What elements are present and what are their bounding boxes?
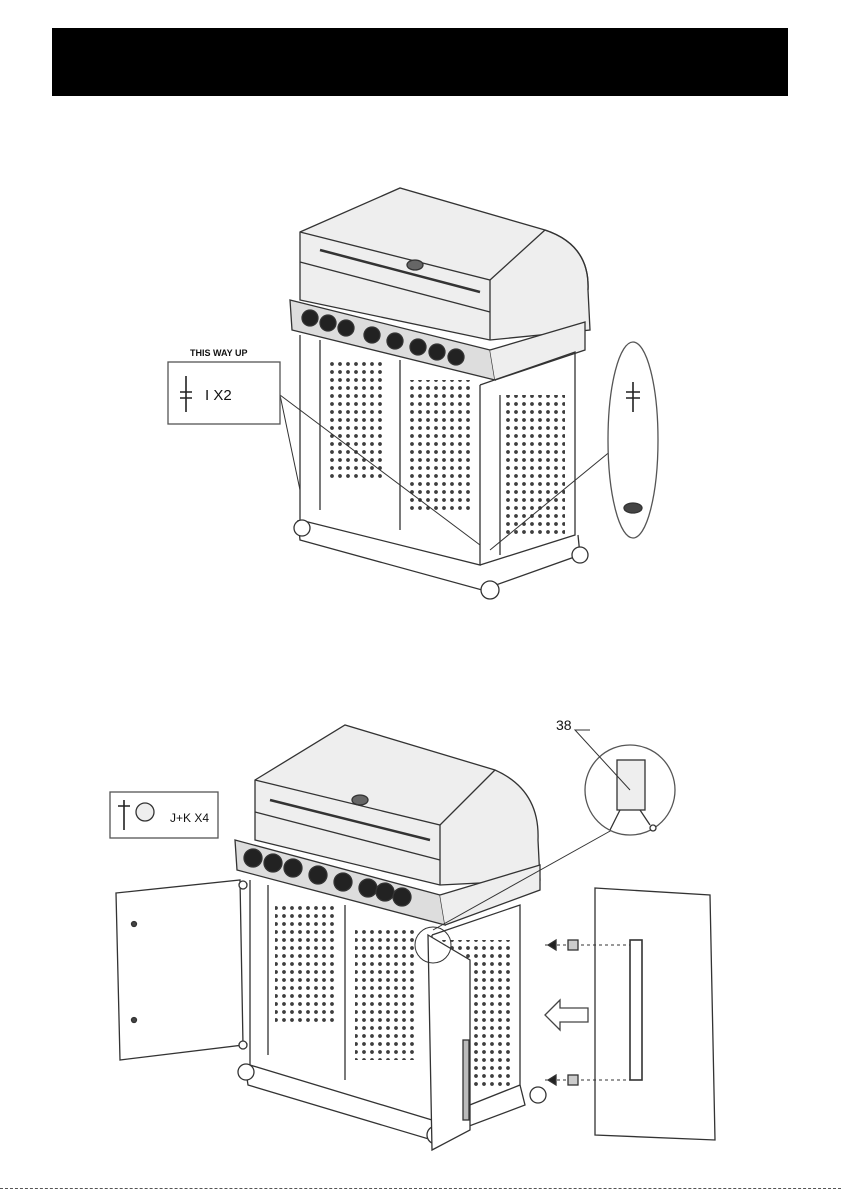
figure-1-drawing: THIS WAY UP I X2 [150, 180, 670, 610]
callout-title: THIS WAY UP [190, 348, 248, 358]
figure-2-drawing: 38 J+K X4 [100, 700, 740, 1170]
header-bar [52, 28, 788, 96]
callout-quantity: I X2 [205, 387, 232, 404]
fastener-label: J+K X4 [170, 811, 209, 825]
figure-2-door-install: 38 J+K X4 [100, 700, 740, 1170]
figure-1-grill-base: THIS WAY UP I X2 [150, 180, 670, 610]
page-bottom-rule [0, 1188, 841, 1189]
part-number-label: 38 [556, 717, 572, 733]
